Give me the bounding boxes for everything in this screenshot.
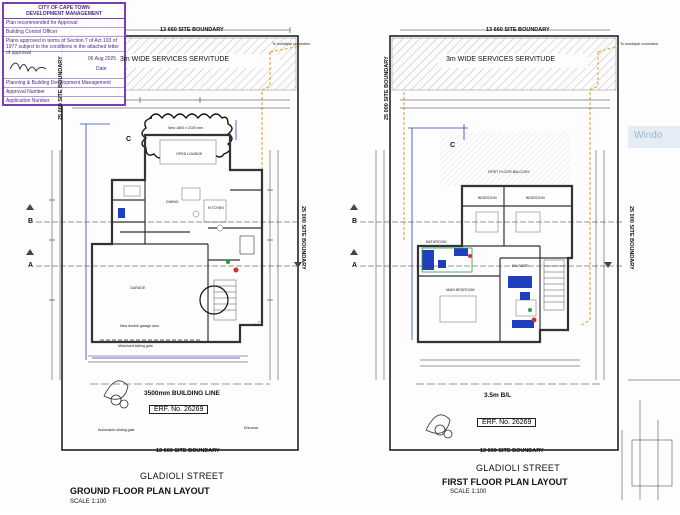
first-boundary-bottom: 13 660 SITE BOUNDARY (480, 448, 544, 454)
note-ensuite: EN-SUITE (512, 264, 529, 268)
stamp-application-number: Application Number (6, 98, 50, 104)
note-kitchen: KITCHEN (208, 206, 224, 210)
drain-line (403, 45, 619, 327)
note-window: New 1800 x 2100 mm (168, 126, 203, 130)
site-boundary (389, 35, 619, 451)
stamp-date: 06 Aug 2025 (88, 56, 117, 62)
ground-street-name: GLADIOLI STREET (140, 471, 225, 481)
stamp-date-label: Date (96, 66, 107, 72)
note-garage: GARAGE (130, 286, 146, 290)
first-plan-scale: SCALE 1:100 (450, 489, 487, 495)
ground-building-line: 3500mm BUILDING LINE (144, 390, 220, 397)
note-bedroom: BEDROOM (478, 196, 497, 200)
ground-servitude: 3m WIDE SERVICES SERVITUDE (120, 56, 230, 63)
note-municipal: To municipal connection (272, 42, 311, 46)
section-mark-b: B (28, 218, 34, 225)
stamp-authority: CITY OF CAPE TOWN DEVELOPMENT MANAGEMENT (4, 4, 124, 19)
stairs-first (543, 259, 565, 311)
first-boundary-left: 25 000 SITE BOUNDARY (384, 56, 390, 120)
stamp-row: Plans approved in terms of Section 7 of … (4, 37, 124, 56)
first-boundary-right: 25 000 SITE BOUNDARY (628, 206, 634, 270)
note-lounge: OPEN LOUNGE (176, 152, 203, 156)
note-municipal: To municipal connection (620, 42, 659, 46)
bathroom-fixtures (422, 248, 534, 328)
ground-boundary-top: 13 660 SITE BOUNDARY (160, 27, 224, 33)
stamp-signature-area: 06 Aug 2025 Date (4, 52, 124, 79)
note-motorized-gate: Motorized sliding gate (118, 344, 153, 348)
ground-erf-number: ERF. No. 26269 (149, 405, 209, 414)
ground-boundary-bottom: 13 660 SITE BOUNDARY (156, 448, 220, 454)
note-balcony: FIRST FLOOR BALCONY (488, 170, 530, 174)
note-dining: DINING (166, 200, 179, 204)
first-floor-plan (350, 29, 680, 500)
note-garage-door: New double garage door (120, 324, 160, 328)
section-mark-a: A (28, 262, 34, 269)
stamp-authority-text: CITY OF CAPE TOWN (38, 5, 90, 11)
ground-boundary-right: 25 000 SITE BOUNDARY (300, 206, 306, 270)
note-main-bedroom: MAIN BEDROOM (446, 288, 475, 292)
first-plan-title: FIRST FLOOR PLAN LAYOUT (442, 477, 568, 487)
ground-plan-scale: SCALE 1:100 (70, 499, 107, 505)
stamp-approval-number: Approval Number (4, 88, 124, 97)
first-street-name: GLADIOLI STREET (476, 463, 561, 473)
first-servitude: 3m WIDE SERVICES SERVITUDE (446, 56, 556, 63)
note-entrance: Entrance (244, 426, 259, 430)
stamp-department: DEVELOPMENT MANAGEMENT (26, 11, 102, 17)
site-boundary (61, 35, 299, 451)
ground-plan-title: GROUND FLOOR PLAN LAYOUT (70, 486, 210, 496)
section-mark-a: A (352, 262, 358, 269)
drain-line (251, 45, 301, 327)
stamp-row: Building Control Officer (4, 28, 124, 37)
windows-watermark-overlay: Windo (628, 126, 680, 148)
first-boundary-top: 13 660 SITE BOUNDARY (486, 27, 550, 33)
note-bedroom: BEDROOM (526, 196, 545, 200)
ground-boundary-left: 25 000 SITE BOUNDARY (58, 56, 64, 120)
revision-cloud (141, 113, 233, 159)
section-mark-b: B (352, 218, 358, 225)
section-mark-c: C (126, 136, 132, 143)
first-erf-number: ERF. No. 26269 (477, 418, 537, 427)
first-building-line: 3.5m B/L (484, 392, 512, 399)
note-sliding-gate: Automated sliding gate (98, 428, 135, 432)
stamp-signatory: Planning & Building Development Manageme… (4, 79, 124, 88)
note-bathroom: BATHROOM (426, 240, 447, 244)
section-mark-c: C (450, 142, 456, 149)
stamp-row: Plan recommended for Approval (4, 19, 124, 28)
approval-stamp: CITY OF CAPE TOWN DEVELOPMENT MANAGEMENT… (2, 2, 126, 106)
signature-scribble (9, 62, 47, 73)
fixture-blue (118, 208, 125, 218)
stair-curve (199, 285, 229, 315)
